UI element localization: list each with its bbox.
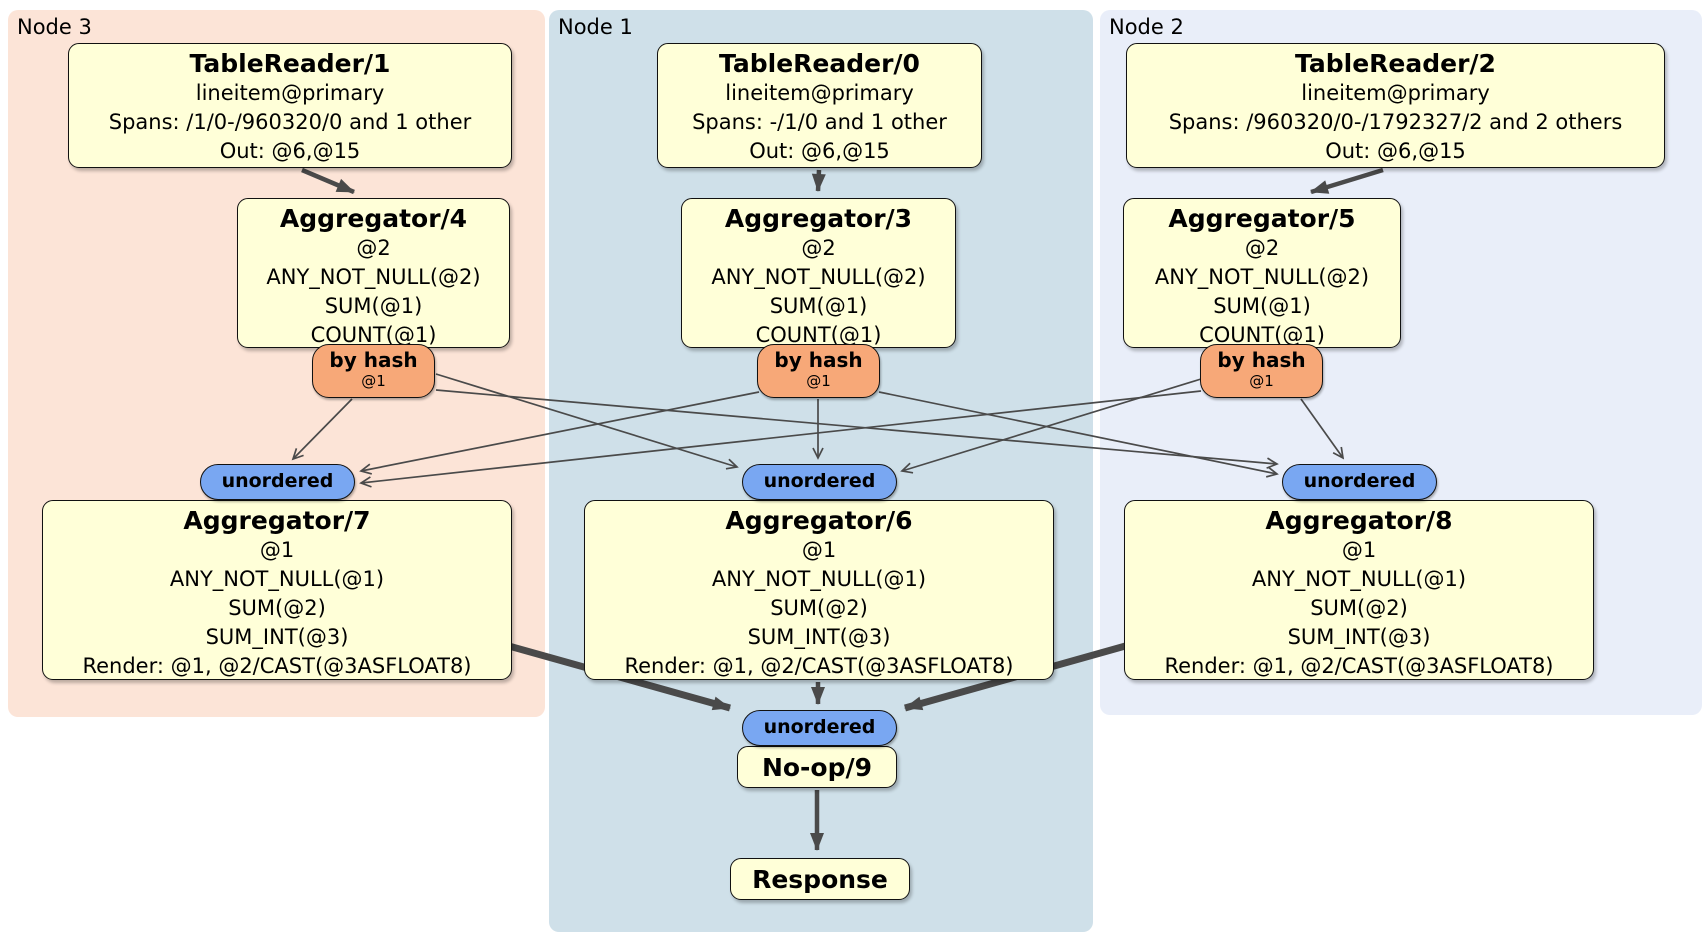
processor-line: COUNT(@1): [1199, 323, 1325, 347]
processor-line: SUM(@2): [770, 596, 868, 620]
processor-aggregator-4: Aggregator/4 @2 ANY_NOT_NULL(@2) SUM(@1)…: [237, 198, 510, 348]
processor-title: TableReader/1: [189, 49, 391, 78]
processor-tablereader-2: TableReader/2 lineitem@primary Spans: /9…: [1126, 43, 1665, 168]
processor-line: Spans: -/1/0 and 1 other: [692, 110, 947, 134]
processor-line: ANY_NOT_NULL(@1): [1251, 567, 1467, 591]
region-node-2-label: Node 2: [1109, 15, 1184, 39]
processor-line: Spans: /960320/0-/1792327/2 and 2 others: [1168, 110, 1623, 134]
region-node-3-label: Node 3: [17, 15, 92, 39]
processor-line: @1: [259, 538, 295, 562]
processor-title: Aggregator/8: [1265, 506, 1453, 535]
processor-line: Out: @6,@15: [219, 139, 361, 163]
router-tag: @1: [806, 372, 831, 390]
processor-line: COUNT(@1): [310, 323, 437, 347]
processor-title: TableReader/0: [719, 49, 920, 78]
processor-line: ANY_NOT_NULL(@2): [266, 265, 481, 289]
stream-unordered-6: unordered: [742, 464, 897, 500]
processor-line: ANY_NOT_NULL(@1): [169, 567, 385, 591]
processor-title: Response: [752, 864, 888, 894]
processor-aggregator-7: Aggregator/7 @1 ANY_NOT_NULL(@1) SUM(@2)…: [42, 500, 512, 680]
router-label: by hash: [329, 348, 418, 372]
stream-label: unordered: [763, 716, 876, 738]
processor-title: Aggregator/4: [279, 204, 468, 233]
processor-line: @1: [1341, 538, 1377, 562]
router-label: by hash: [774, 348, 863, 372]
processor-line: SUM(@1): [324, 294, 423, 318]
processor-line: ANY_NOT_NULL(@2): [711, 265, 926, 289]
processor-line: Render: @1, @2/CAST(@3ASFLOAT8): [82, 654, 472, 678]
router-by-hash-3: by hash @1: [757, 344, 880, 398]
processor-line: lineitem@primary: [1301, 81, 1490, 105]
processor-aggregator-6: Aggregator/6 @1 ANY_NOT_NULL(@1) SUM(@2)…: [584, 500, 1054, 680]
processor-title: Aggregator/6: [725, 506, 913, 535]
processor-title: Aggregator/3: [724, 204, 913, 233]
processor-line: ANY_NOT_NULL(@1): [711, 567, 927, 591]
processor-line: SUM_INT(@3): [747, 625, 891, 649]
processor-line: Spans: /1/0-/960320/0 and 1 other: [108, 110, 472, 134]
processor-line: SUM(@1): [769, 294, 868, 318]
stream-label: unordered: [1303, 470, 1416, 492]
processor-line: SUM_INT(@3): [1287, 625, 1431, 649]
processor-title: TableReader/2: [1295, 49, 1496, 78]
processor-line: @2: [356, 236, 391, 260]
processor-title: No-op/9: [761, 752, 873, 782]
processor-tablereader-1: TableReader/1 lineitem@primary Spans: /1…: [68, 43, 512, 168]
router-tag: @1: [361, 372, 386, 390]
processor-aggregator-5: Aggregator/5 @2 ANY_NOT_NULL(@2) SUM(@1)…: [1123, 198, 1401, 348]
processor-line: Render: @1, @2/CAST(@3ASFLOAT8): [624, 654, 1014, 678]
processor-line: COUNT(@1): [755, 323, 882, 347]
region-node-1-label: Node 1: [558, 15, 633, 39]
processor-line: SUM_INT(@3): [205, 625, 349, 649]
processor-line: lineitem@primary: [725, 81, 914, 105]
processor-response: Response: [730, 858, 910, 900]
router-tag: @1: [1249, 372, 1274, 390]
processor-line: SUM(@2): [228, 596, 326, 620]
stream-unordered-7: unordered: [200, 464, 355, 500]
processor-line: Out: @6,@15: [749, 139, 890, 163]
processor-line: ANY_NOT_NULL(@2): [1154, 265, 1370, 289]
processor-aggregator-3: Aggregator/3 @2 ANY_NOT_NULL(@2) SUM(@1)…: [681, 198, 956, 348]
processor-line: Out: @6,@15: [1325, 139, 1466, 163]
processor-line: @2: [1244, 236, 1280, 260]
processor-aggregator-8: Aggregator/8 @1 ANY_NOT_NULL(@1) SUM(@2)…: [1124, 500, 1594, 680]
processor-tablereader-0: TableReader/0 lineitem@primary Spans: -/…: [657, 43, 982, 168]
processor-line: Render: @1, @2/CAST(@3ASFLOAT8): [1164, 654, 1554, 678]
stream-unordered-8: unordered: [1282, 464, 1437, 500]
processor-title: Aggregator/5: [1168, 204, 1356, 233]
processor-title: Aggregator/7: [183, 506, 371, 535]
router-label: by hash: [1217, 348, 1306, 372]
stream-unordered-9: unordered: [742, 710, 897, 746]
stream-label: unordered: [763, 470, 876, 492]
processor-line: SUM(@1): [1213, 294, 1311, 318]
processor-line: lineitem@primary: [195, 81, 385, 105]
router-by-hash-4: by hash @1: [312, 344, 435, 398]
stream-label: unordered: [221, 470, 334, 492]
router-by-hash-5: by hash @1: [1200, 344, 1323, 398]
processor-line: SUM(@2): [1310, 596, 1408, 620]
processor-noop-9: No-op/9: [737, 746, 897, 788]
processor-line: @2: [801, 236, 836, 260]
processor-line: @1: [801, 538, 837, 562]
